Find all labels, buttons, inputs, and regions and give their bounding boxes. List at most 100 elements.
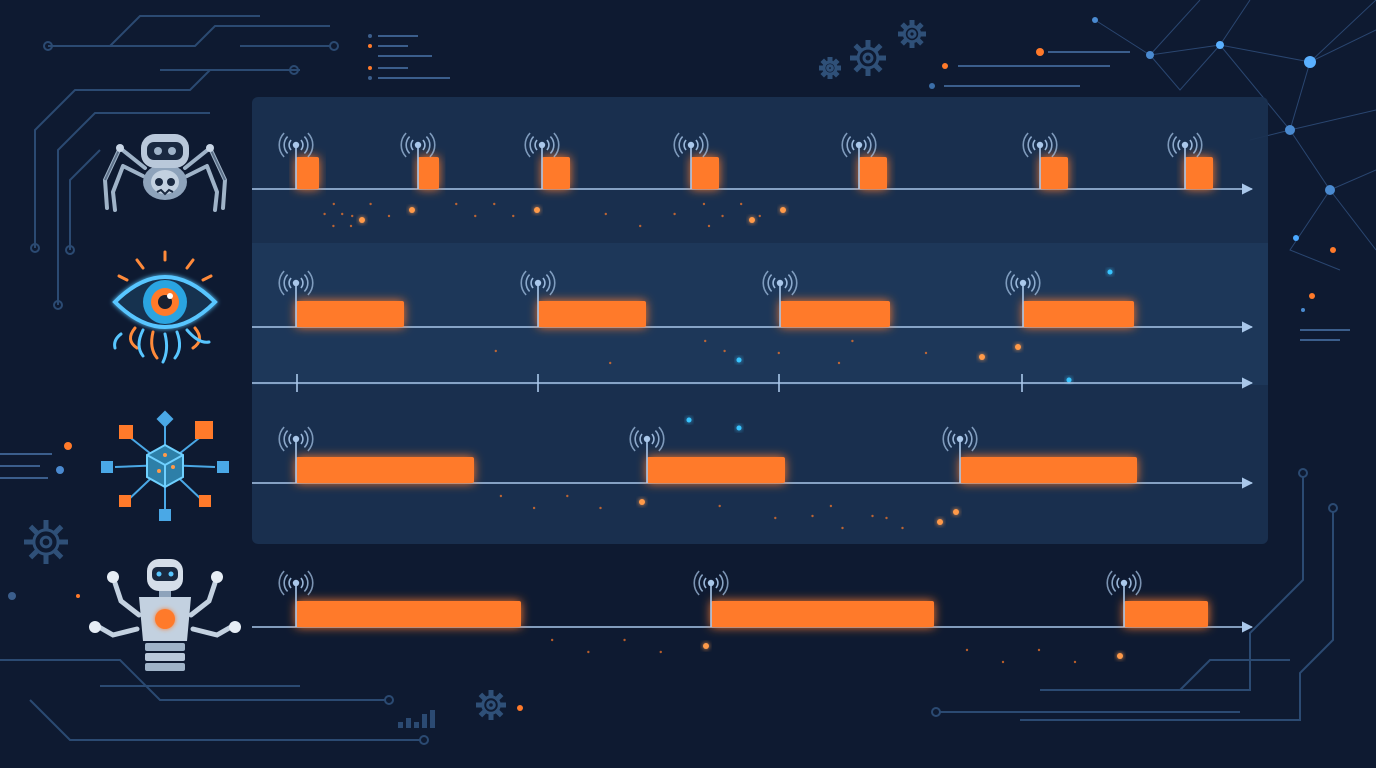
signal-wave: [549, 136, 555, 154]
trail-particle: [758, 214, 761, 218]
gear-ring: [902, 24, 922, 44]
trail-particle: [851, 339, 854, 343]
signal-wave: [1192, 136, 1198, 154]
trail-endpoint: [937, 519, 943, 525]
trail-particle: [351, 214, 354, 218]
trail-particle: [332, 224, 335, 228]
trail-particle: [811, 514, 814, 518]
lane: [252, 426, 1254, 530]
signal-wave: [658, 426, 665, 452]
lane: [252, 570, 1254, 664]
signal-wave: [683, 139, 687, 151]
signal-wave: [952, 433, 956, 445]
signal-wave: [762, 270, 769, 296]
gear-icon: [24, 520, 68, 564]
gear-tooth: [495, 709, 504, 718]
signal-wave: [698, 136, 704, 154]
trail-particle: [871, 514, 874, 518]
trail-particle: [566, 494, 569, 498]
gear-tooth: [52, 548, 64, 560]
activity-block: [296, 301, 404, 327]
agent-icons: [89, 134, 241, 671]
signal-wave: [702, 132, 709, 158]
signal-wave: [278, 570, 285, 596]
signal-wave: [678, 136, 684, 154]
signal-wave: [967, 430, 973, 448]
gear-ring: [32, 528, 60, 556]
signal-wave: [1034, 270, 1041, 296]
signal-wave: [1047, 136, 1053, 154]
signal-wave: [288, 577, 292, 589]
signal-wave: [534, 139, 538, 151]
signal-wave: [767, 274, 773, 292]
signal-wave: [300, 277, 304, 289]
trail-particle: [673, 212, 676, 216]
gear-decoration: [24, 20, 926, 720]
signal-wave: [425, 136, 431, 154]
signal-wave: [553, 132, 560, 158]
antenna-icon: [693, 570, 729, 627]
trail-endpoint: [639, 499, 645, 505]
bar-chart-decoration: [398, 710, 435, 728]
gear-tooth: [52, 524, 64, 536]
signal-wave: [300, 433, 304, 445]
trail-particle: [924, 351, 928, 355]
signal-wave: [307, 270, 314, 296]
signal-wave: [654, 430, 660, 448]
activity-block: [296, 157, 319, 189]
signal-wave: [1172, 136, 1178, 154]
signal-wave: [1027, 277, 1031, 289]
signal-wave: [863, 139, 867, 151]
trail-particle: [721, 214, 724, 218]
antenna-icon: [1005, 270, 1041, 327]
gear-icon: [850, 40, 886, 76]
code-line-decoration: [0, 35, 1350, 479]
signal-wave: [772, 277, 776, 289]
signal-wave: [1027, 136, 1033, 154]
signal-wave: [693, 570, 700, 596]
activity-block: [711, 601, 934, 627]
trail-endpoint: [1015, 344, 1021, 350]
antenna-icon: [762, 270, 798, 327]
signal-wave: [1177, 139, 1181, 151]
trail-particle: [829, 504, 833, 508]
trail-particle: [623, 638, 626, 642]
signal-wave: [1030, 274, 1036, 292]
signal-wave: [300, 139, 304, 151]
signal-wave: [283, 574, 289, 592]
antenna-icon: [400, 132, 436, 189]
tick-axis: [252, 374, 1254, 392]
lane: [252, 270, 1254, 365]
trail-particle: [1037, 648, 1041, 652]
gear-tooth: [820, 70, 828, 78]
signal-wave: [1167, 132, 1174, 158]
signal-wave: [787, 274, 793, 292]
signal-wave: [846, 136, 852, 154]
signal-wave: [303, 430, 309, 448]
signal-wave: [546, 139, 550, 151]
signal-wave: [1135, 570, 1142, 596]
sync-lines: [686, 190, 1113, 625]
activity-block: [780, 301, 890, 327]
gear-tooth: [853, 63, 863, 73]
gear-ring: [481, 695, 501, 715]
trail-particle: [532, 506, 536, 510]
trail-particle: [387, 214, 391, 218]
activity-block: [1124, 601, 1208, 627]
trail-particle: [587, 650, 590, 654]
gear-tooth: [28, 548, 40, 560]
gear-ring: [822, 60, 838, 76]
trail-particle: [369, 202, 372, 206]
signal-wave: [542, 277, 546, 289]
signal-wave: [278, 132, 285, 158]
spider-robot-icon: [103, 134, 227, 212]
gear-icon: [819, 57, 841, 79]
gear-icon: [476, 690, 506, 720]
trail-endpoint: [1117, 653, 1123, 659]
signal-wave: [1044, 139, 1048, 151]
signal-wave: [942, 426, 949, 452]
signal-wave: [964, 433, 968, 445]
trail-particle: [599, 506, 602, 510]
signal-wave: [1005, 270, 1012, 296]
